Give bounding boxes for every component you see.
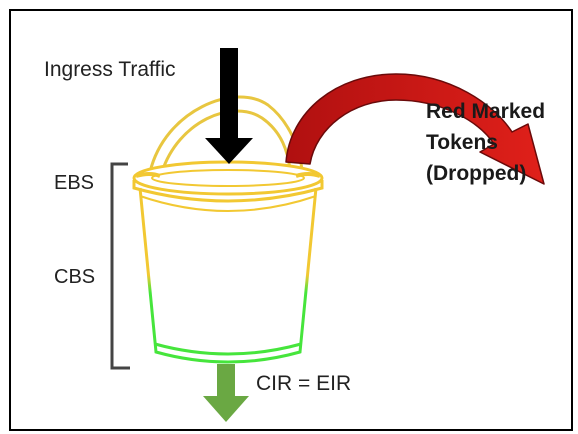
cir-eir-label: CIR = EIR (256, 372, 352, 395)
ebs-label: EBS (54, 172, 95, 194)
arrow-down-icon (203, 364, 249, 422)
bucket-size-bracket (110, 162, 130, 370)
dropped-tokens-label: Red Marked Tokens (Dropped) (426, 96, 566, 189)
frame-border (9, 9, 573, 431)
bucket (138, 187, 318, 364)
arrow-down-icon (205, 48, 253, 164)
ingress-traffic-label: Ingress Traffic (44, 58, 176, 81)
dropped-line-2: Tokens (426, 131, 498, 154)
bucket-lid (132, 160, 324, 203)
dropped-line-1: Red Marked (426, 100, 546, 123)
curved-arrow-icon (285, 73, 545, 185)
cbs-label: CBS (54, 266, 96, 288)
dropped-line-3: (Dropped) (426, 162, 527, 185)
